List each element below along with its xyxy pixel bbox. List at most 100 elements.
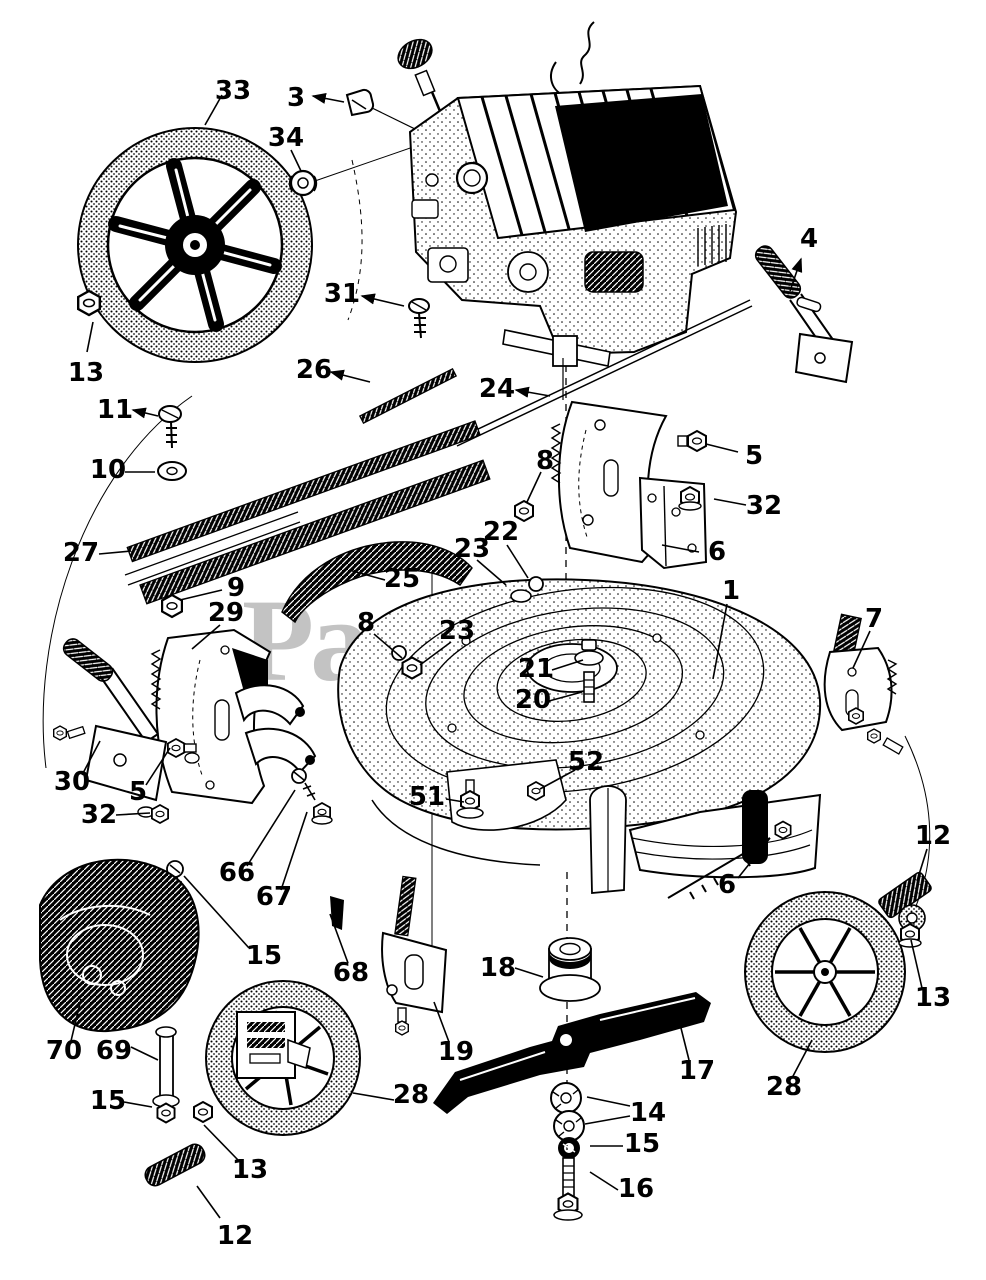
callout-8-b[interactable]: 8 bbox=[357, 608, 375, 638]
pin-69 bbox=[152, 1026, 180, 1124]
clip-68 bbox=[330, 896, 344, 930]
blade-bracket-19 bbox=[381, 875, 448, 1036]
nut-67 bbox=[311, 802, 333, 825]
callout-1[interactable]: 1 bbox=[722, 576, 740, 606]
callout-22[interactable]: 22 bbox=[483, 517, 519, 547]
mulch-cover-70 bbox=[39, 858, 200, 1033]
callout-51[interactable]: 51 bbox=[409, 782, 445, 812]
callout-4[interactable]: 4 bbox=[800, 224, 818, 254]
nut-52 bbox=[527, 781, 545, 801]
callout-28-b[interactable]: 28 bbox=[393, 1080, 429, 1110]
adjuster-lever-12-left bbox=[144, 1143, 206, 1187]
callout-31[interactable]: 31 bbox=[324, 279, 360, 309]
callout-25[interactable]: 25 bbox=[384, 564, 420, 594]
adjuster-12-right bbox=[878, 871, 932, 932]
callout-8-a[interactable]: 8 bbox=[536, 446, 554, 476]
upper-bracket-plate bbox=[550, 358, 668, 564]
callout-70[interactable]: 70 bbox=[46, 1036, 82, 1066]
baffle-25 bbox=[281, 541, 473, 624]
callout-29[interactable]: 29 bbox=[208, 598, 244, 628]
rod-26 bbox=[358, 367, 458, 425]
screw-11 bbox=[158, 405, 182, 449]
nut-13-left bbox=[193, 1101, 213, 1123]
callout-5-a[interactable]: 5 bbox=[745, 441, 763, 471]
front-wheel bbox=[77, 127, 313, 363]
callout-68[interactable]: 68 bbox=[333, 958, 369, 988]
callout-14[interactable]: 14 bbox=[630, 1098, 666, 1128]
callout-52[interactable]: 52 bbox=[568, 747, 604, 777]
deck-housing bbox=[337, 578, 822, 894]
callout-32-a[interactable]: 32 bbox=[746, 491, 782, 521]
callout-32-b[interactable]: 32 bbox=[81, 800, 117, 830]
callout-12-a[interactable]: 12 bbox=[915, 821, 951, 851]
callout-15-a[interactable]: 15 bbox=[246, 941, 282, 971]
blade-17 bbox=[433, 992, 711, 1114]
front-wheel-nut-13 bbox=[76, 289, 102, 317]
callout-9[interactable]: 9 bbox=[227, 573, 245, 603]
screw-31 bbox=[408, 298, 430, 339]
callout-34[interactable]: 34 bbox=[268, 123, 304, 153]
callout-67[interactable]: 67 bbox=[256, 882, 292, 912]
callout-18[interactable]: 18 bbox=[480, 953, 516, 983]
deck-rear-skirt bbox=[628, 793, 822, 879]
callout-17[interactable]: 17 bbox=[679, 1056, 715, 1086]
bolt-5-upper bbox=[677, 430, 707, 452]
skirt-screw-6 bbox=[667, 820, 792, 900]
adjuster-plate-29 bbox=[150, 628, 317, 805]
callout-16[interactable]: 16 bbox=[618, 1174, 654, 1204]
leader-lines bbox=[70, 92, 928, 1219]
washer-10 bbox=[157, 461, 187, 481]
callout-15-b[interactable]: 15 bbox=[624, 1129, 660, 1159]
callout-26[interactable]: 26 bbox=[296, 355, 332, 385]
blade-adapter-18 bbox=[539, 937, 601, 1002]
callout-15-c[interactable]: 15 bbox=[90, 1086, 126, 1116]
callout-13-a[interactable]: 13 bbox=[68, 358, 104, 388]
callout-28-a[interactable]: 28 bbox=[766, 1072, 802, 1102]
callout-6-b[interactable]: 6 bbox=[718, 870, 736, 900]
callout-5-b[interactable]: 5 bbox=[129, 777, 147, 807]
deck-front-post bbox=[589, 785, 627, 894]
handle-30 bbox=[53, 638, 168, 802]
spark-plug-wire bbox=[550, 21, 595, 97]
bolt-5-left bbox=[166, 738, 197, 758]
bracket-7 bbox=[823, 613, 904, 755]
callout-23-a[interactable]: 23 bbox=[454, 534, 490, 564]
engine bbox=[408, 84, 738, 367]
callout-30[interactable]: 30 bbox=[54, 767, 90, 797]
callout-20[interactable]: 20 bbox=[515, 685, 551, 715]
callout-10[interactable]: 10 bbox=[90, 455, 126, 485]
crankshaft-stub bbox=[552, 335, 578, 367]
callout-6-a[interactable]: 6 bbox=[708, 537, 726, 567]
wheel-bolt-34 bbox=[288, 169, 318, 197]
handle-bracket-4 bbox=[754, 245, 854, 384]
nut-32-left bbox=[137, 804, 170, 824]
callout-19[interactable]: 19 bbox=[438, 1037, 474, 1067]
lock-washer-15 bbox=[558, 1137, 580, 1159]
callout-66[interactable]: 66 bbox=[219, 858, 255, 888]
callout-33[interactable]: 33 bbox=[215, 76, 251, 106]
callout-23-b[interactable]: 23 bbox=[439, 616, 475, 646]
callout-12-b[interactable]: 12 bbox=[217, 1221, 253, 1251]
callout-2[interactable]: 2 bbox=[691, 119, 709, 149]
callout-69[interactable]: 69 bbox=[96, 1036, 132, 1066]
rails-27 bbox=[124, 420, 491, 605]
rod-24 bbox=[454, 299, 753, 447]
callout-3[interactable]: 3 bbox=[287, 83, 305, 113]
screw-66 bbox=[291, 768, 316, 801]
callout-7[interactable]: 7 bbox=[865, 604, 883, 634]
bolt-51 bbox=[456, 779, 484, 819]
bolt-21-20 bbox=[574, 639, 604, 703]
engine-shroud-panel bbox=[555, 94, 728, 232]
callout-21[interactable]: 21 bbox=[518, 654, 554, 684]
screw-22-washer bbox=[510, 576, 544, 603]
callout-13-b[interactable]: 13 bbox=[915, 983, 951, 1013]
washers-14 bbox=[550, 1082, 585, 1142]
callout-27[interactable]: 27 bbox=[63, 538, 99, 568]
nut-13-right bbox=[898, 923, 922, 948]
callout-13-c[interactable]: 13 bbox=[232, 1155, 268, 1185]
callout-11[interactable]: 11 bbox=[97, 395, 133, 425]
callout-24[interactable]: 24 bbox=[479, 374, 515, 404]
rear-right-wheel bbox=[744, 891, 906, 1053]
